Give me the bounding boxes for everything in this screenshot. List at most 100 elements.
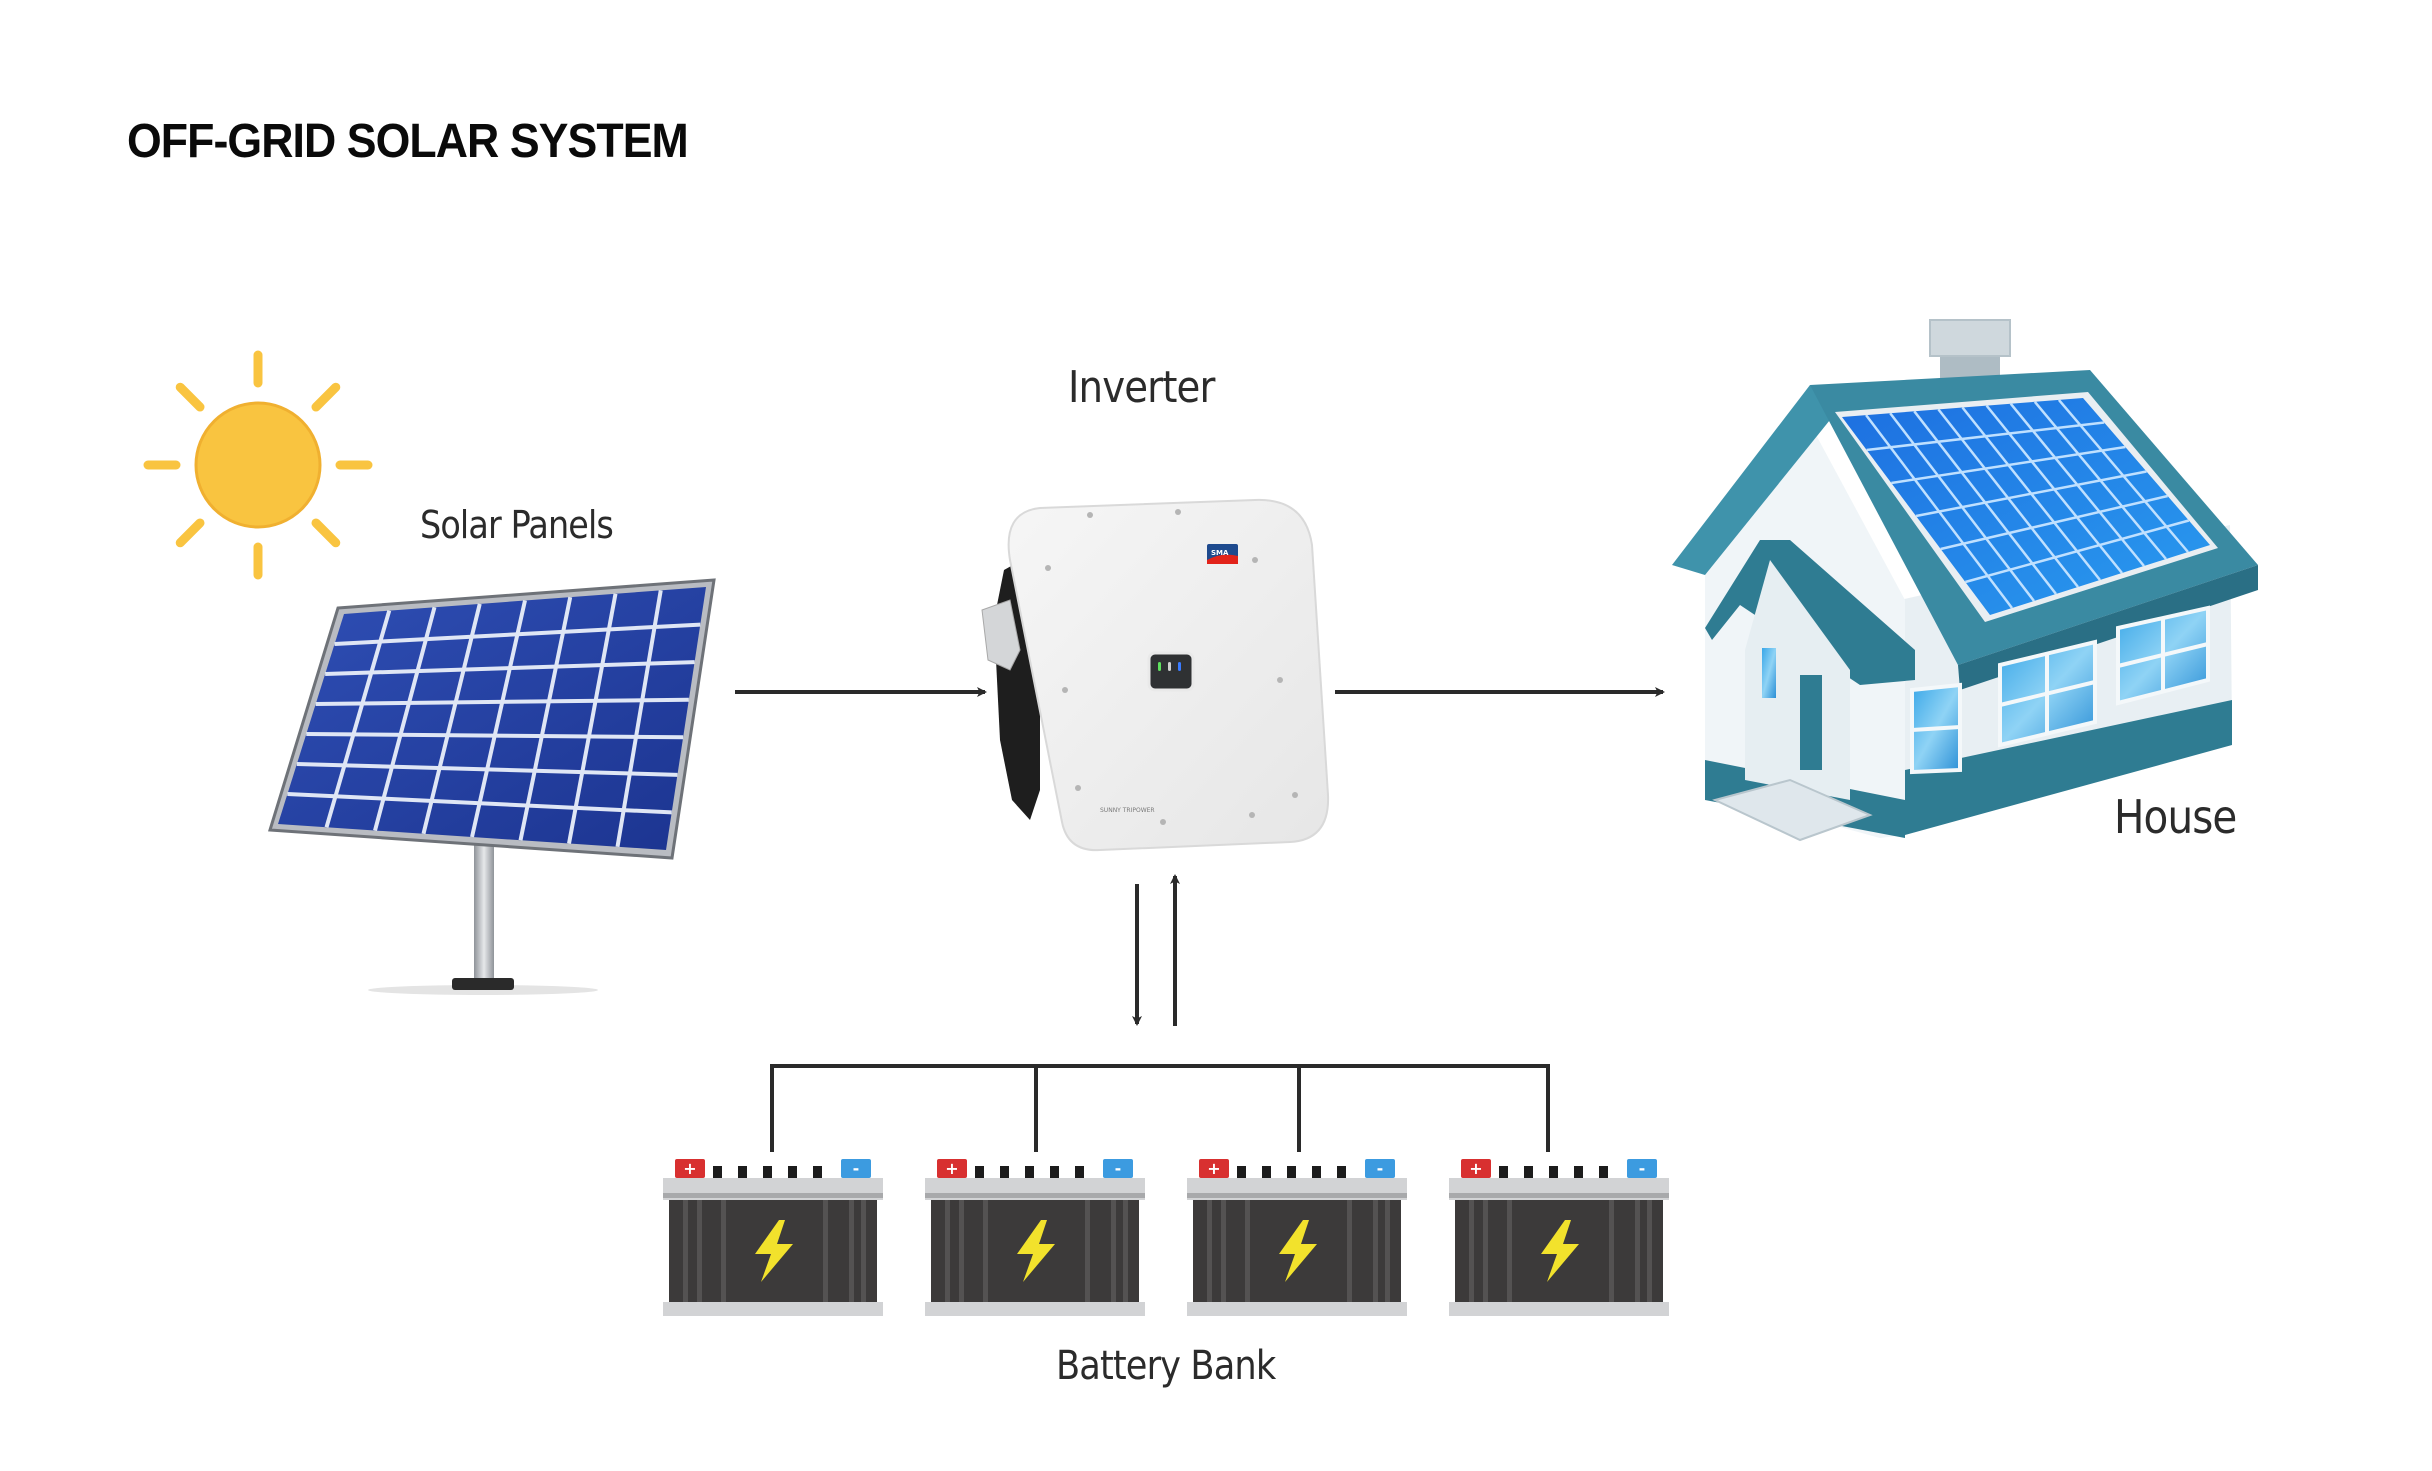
porch-roof [1705,540,1915,685]
panel-cell-col-line [615,590,663,848]
porch-door [1800,675,1822,770]
battery-rib [1635,1200,1640,1302]
battery-rib [959,1200,964,1302]
pole-base [452,978,514,990]
panel-cell-row-line [306,732,684,740]
battery-rib [849,1200,854,1302]
battery-cell-cap [1599,1166,1608,1178]
battery-positive-terminal [675,1159,705,1178]
inverter-model-text: SUNNY TRIPOWER [1100,807,1155,814]
house-roof-gable [1672,385,1838,575]
battery-bank-icons: +-+-+-+- [663,1159,1669,1316]
battery-cell-cap [1237,1166,1246,1178]
battery-icon: +- [925,1159,1145,1316]
roof-cell-row-line [1940,494,2168,551]
battery-rib [697,1200,702,1302]
battery-foot [1187,1302,1407,1316]
battery-cell-cap [1050,1166,1059,1178]
sun-disc [194,401,322,529]
battery-rib [683,1200,688,1302]
battery-cell-cap [1287,1166,1296,1178]
solar-panel-icon [268,578,716,995]
battery-negative-symbol: - [1639,1159,1646,1178]
battery-lid-edge [925,1193,1145,1198]
house-side-base [1905,700,2232,835]
window-mullion [1999,680,2096,707]
battery-cell-cap [1025,1166,1034,1178]
panel-pole [474,842,494,982]
inverter-screw [1045,565,1051,571]
panel-cell-row-line [296,762,678,777]
inverter-screw [1249,812,1255,818]
battery-cell-cap [1312,1166,1321,1178]
battery-negative-symbol: - [1377,1159,1384,1178]
panel-cell-col-line [421,603,482,835]
battery-cell-cap [1549,1166,1558,1178]
panel-cell-col-line [567,593,618,844]
battery-foot [1449,1302,1669,1316]
sma-logo: SMA [1207,544,1238,564]
chimney-cap [1929,319,2011,357]
inverter-icon: SMA SUNNY TRIPOWER [981,498,1330,852]
battery-negative-terminal [1365,1159,1395,1178]
page-title: OFF-GRID SOLAR SYSTEM [127,115,689,168]
inverter-screw [1175,509,1181,515]
battery-cell-cap [1574,1166,1583,1178]
battery-rib [1221,1200,1226,1302]
house-label: House [2114,790,2237,844]
inverter-screw [1292,792,1298,798]
battery-rib [1609,1200,1614,1302]
battery-cell-cap [1262,1166,1271,1178]
battery-icon: +- [1449,1159,1669,1316]
battery-rib [1111,1200,1116,1302]
solar-panels-label: Solar Panels [420,503,614,547]
battery-positive-symbol: + [1469,1159,1482,1178]
battery-cell-cap [1337,1166,1346,1178]
inverter-screw [1087,512,1093,518]
battery-rib [1373,1200,1378,1302]
roof-solar-surface [1842,398,2210,615]
inverter-screw [1252,557,1258,563]
inverter-bracket [981,599,1021,671]
panel-cell-row-line [325,660,695,676]
battery-rib [1385,1200,1390,1302]
battery-positive-terminal [937,1159,967,1178]
battery-rib [945,1200,950,1302]
battery-lid-edge [663,1193,883,1198]
sun-icon [143,350,373,580]
panel-cell-col-line [373,606,437,832]
battery-bank-label: Battery Bank [1056,1343,1276,1389]
battery-positive-symbol: + [1207,1159,1220,1178]
porch-front [1745,560,1850,800]
inverter-display [1147,651,1195,692]
house-icon [1672,319,2258,842]
battery-cell-cap [1524,1166,1533,1178]
battery-negative-terminal [1103,1159,1133,1178]
battery-rib [1647,1200,1652,1302]
battery-lid-edge [1187,1193,1407,1198]
battery-negative-terminal [1627,1159,1657,1178]
battery-positive-symbol: + [683,1159,696,1178]
roof-solar-cell-grid [1865,399,2190,609]
panel-cell-grid [287,590,701,848]
sun-ray [175,518,205,548]
panel-cell-col-line [470,600,527,838]
roof-cell-row-line [1915,470,2147,518]
inverter-screw [1075,785,1081,791]
inverter-screws [1045,509,1298,825]
battery-positive-symbol: + [945,1159,958,1178]
sun-rays [143,350,373,580]
inverter-screw [1277,677,1283,683]
led-blue [1178,662,1181,671]
battery-cell-cap [713,1166,722,1178]
inverter-screw [1160,819,1166,825]
window-mullion [1911,725,1961,732]
battery-rib [1483,1200,1488,1302]
battery-rib [1469,1200,1474,1302]
battery-cell-cap [813,1166,822,1178]
lightning-bolt-icon [1541,1220,1579,1282]
battery-cell-cap [1075,1166,1084,1178]
battery-positive-terminal [1199,1159,1229,1178]
porch-window [1762,648,1776,698]
